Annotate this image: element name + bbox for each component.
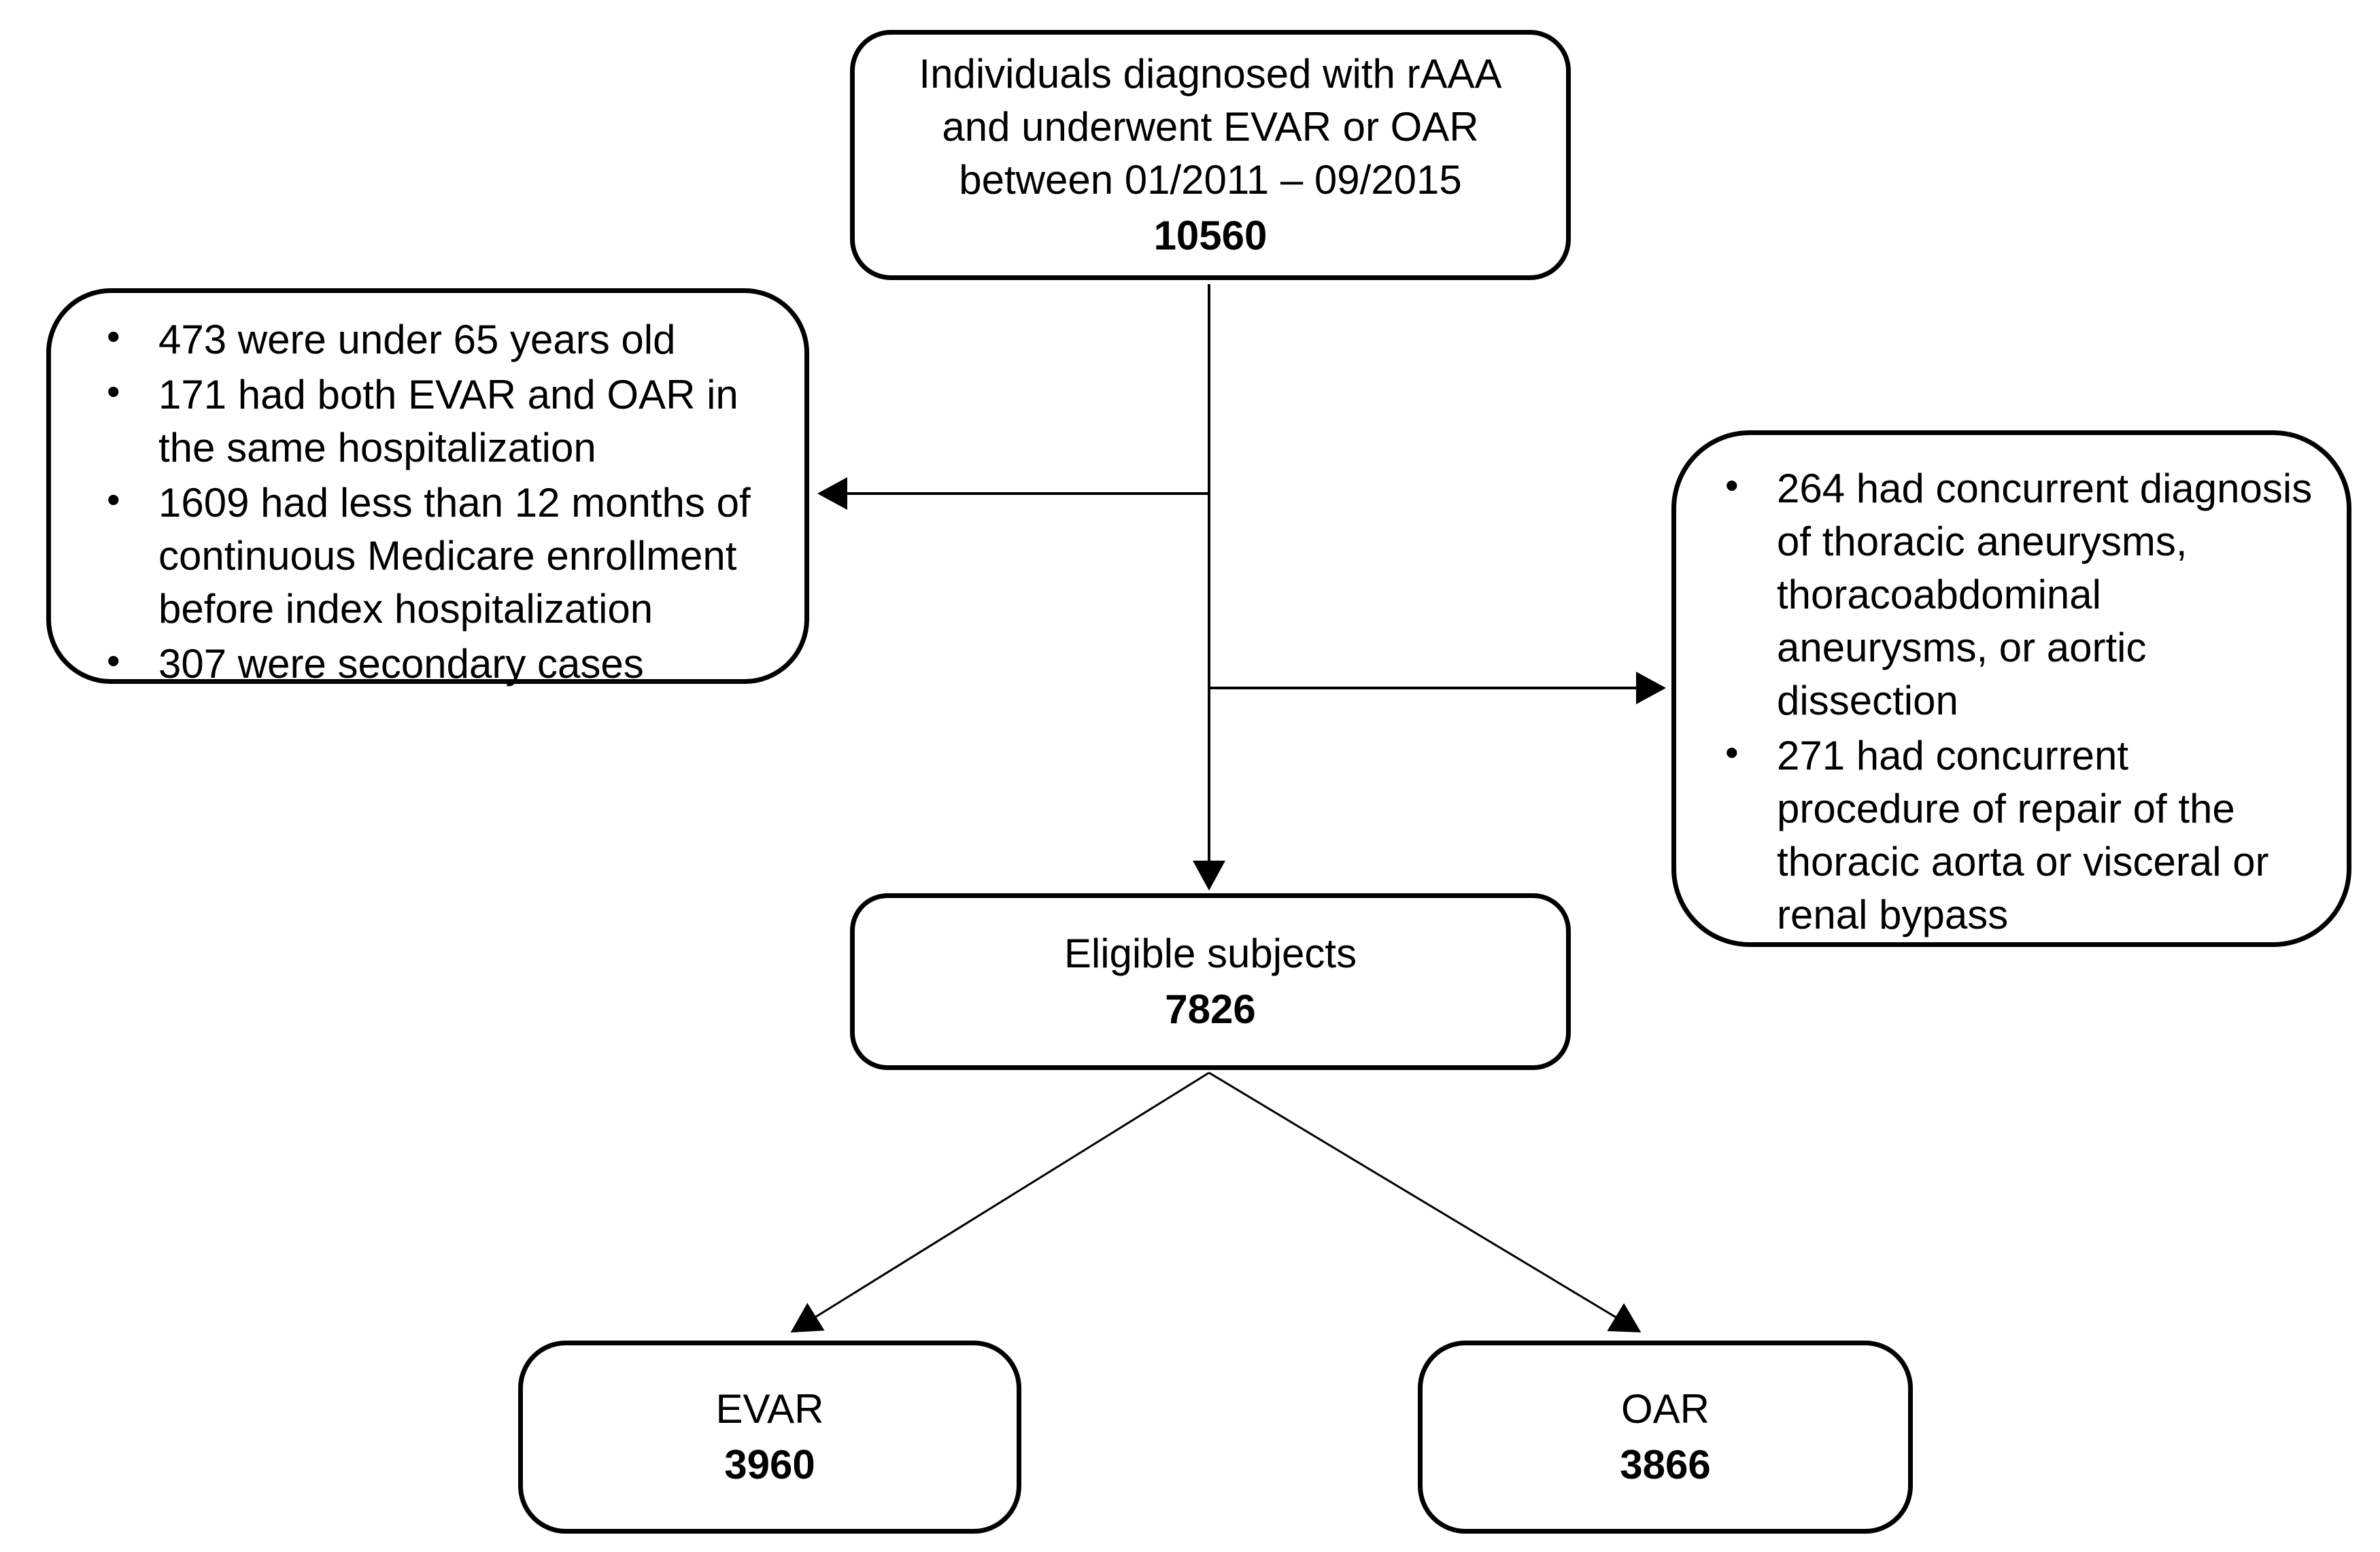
exclusion-item: 271 had concurrent procedure of repair o… (1709, 728, 2334, 942)
exclusion-item: 307 were secondary cases (90, 636, 785, 691)
oar-group-count: 3866 (1620, 1442, 1711, 1487)
oar-group-label: OAR (1620, 1386, 1710, 1432)
source-population-text: Individuals diagnosed with rAAA and unde… (919, 51, 1502, 203)
exclusion-item: 473 were under 65 years old (90, 312, 785, 366)
eligible-subjects-count: 7826 (1165, 986, 1256, 1032)
node-oar-group: OAR 3866 (1418, 1341, 1913, 1534)
eligible-subjects-label: Eligible subjects (1064, 931, 1357, 976)
node-evar-group: EVAR 3960 (518, 1341, 1021, 1534)
arrow-eligible-to-evar (790, 1071, 1210, 1333)
node-eligible-subjects: Eligible subjects 7826 (850, 893, 1571, 1070)
node-exclusions-left: 473 were under 65 years old 171 had both… (46, 288, 809, 687)
exclusions-right-list: 264 had concurrent diagnosis of thoracic… (1709, 461, 2334, 942)
source-population-count: 10560 (1153, 213, 1268, 258)
node-exclusions-right: 264 had concurrent diagnosis of thoracic… (1671, 430, 2351, 947)
exclusions-left-list: 473 were under 65 years old 171 had both… (90, 312, 785, 691)
evar-group-count: 3960 (724, 1442, 815, 1487)
exclusion-item: 1609 had less than 12 months of continuo… (90, 475, 785, 636)
arrow-eligible-to-oar (1208, 1071, 1642, 1333)
evar-group-label: EVAR (715, 1386, 824, 1432)
exclusion-item: 171 had both EVAR and OAR in the same ho… (90, 367, 785, 475)
node-source-population: Individuals diagnosed with rAAA and unde… (850, 30, 1571, 280)
exclusion-item: 264 had concurrent diagnosis of thoracic… (1709, 461, 2334, 727)
